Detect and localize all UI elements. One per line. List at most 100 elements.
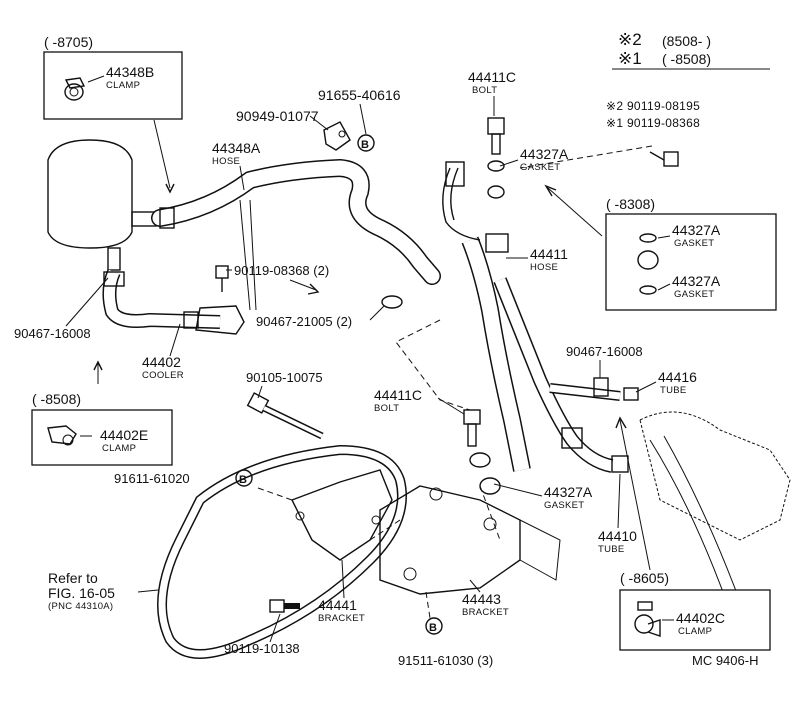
label-44402: 44402 [142,354,181,370]
gasket-box-range: ( -8308) [606,196,655,212]
bolt-90105-10075-icon [246,392,324,440]
legend-range-1: ( -8508) [662,51,711,67]
label-90119-08368-2: 90119-08368 (2) [234,263,329,278]
clamp-c-box: ( -8605) 44402C CLAMP [619,570,771,651]
clip-90467-21005-icon [381,295,403,309]
label-tube-2: TUBE [598,544,625,555]
dashed-leaders [257,145,653,619]
label-44410: 44410 [598,528,637,544]
clamp-b-frame [43,51,183,120]
diagram-id: MC 9406-H [692,653,758,668]
svg-text:B: B [429,622,437,634]
label-90105: 90105-10075 [246,370,323,385]
label-44443: 44443 [462,591,501,607]
svg-text:B: B [239,474,247,486]
label-hose-1: HOSE [212,156,240,167]
label-bolt-mid: BOLT [374,403,399,414]
clamp-b-leader [87,75,105,83]
label-91655: 91655-40616 [318,87,401,103]
label-90467-16008-right: 90467-16008 [566,344,643,359]
clamp-e-range: ( -8508) [32,391,81,407]
label-44348a: 44348A [212,140,261,156]
bracket-90949-icon [323,121,351,151]
gasket-box: ( -8308) 44327A GASKET 44327A GASKET [605,196,777,311]
gasket-box-part-2: 44327A [672,273,721,289]
bracket-44443 [379,485,561,595]
clamp-c-name: CLAMP [678,626,712,637]
label-gasket-mid: GASKET [544,500,584,511]
label-44327a-mid: 44327A [544,484,593,500]
bolt-90119-08368-icon [215,265,229,292]
clamp-e-box: ( -8508) 44402E CLAMP [31,391,173,466]
hose-clamp-left [159,207,175,229]
clamp-e-part: 44402E [100,427,148,443]
gasket-box-frame [605,213,777,311]
label-44411c-top: 44411C [468,69,516,85]
clamp-e-name: CLAMP [102,443,136,454]
label-bolt-top: BOLT [472,85,497,96]
label-tube-1: TUBE [660,385,687,396]
label-refer-to: Refer to [48,570,98,586]
gasket-seat-icon [637,250,659,270]
label-44411c-mid: 44411C [374,387,422,403]
clamp-b-box: ( -8705) 44348B CLAMP [43,34,183,120]
clamp-c-range: ( -8605) [620,570,669,586]
tube-44410 [493,277,639,473]
bolt-44411c-top-icon [487,117,505,199]
clamp-b-icon [64,77,86,101]
b-circle-91611: B [235,469,253,487]
label-90467-16008-left: 90467-16008 [14,326,91,341]
svg-text:B: B [361,139,369,151]
hose-fitting [485,233,509,253]
label-91511: 91511-61030 (3) [398,653,493,668]
label-44327a-top: 44327A [520,146,569,162]
clamp-b-name: CLAMP [106,80,140,91]
bolt-90119-08195-icon [649,151,679,167]
label-bracket-1: BRACKET [318,613,365,624]
bolt-44411c-mid-icon [463,409,501,495]
clamp-b-range: ( -8705) [44,34,93,50]
label-44411: 44411 [530,246,568,262]
gasket-icon-2 [639,285,657,295]
gasket-icon-1 [639,233,657,243]
label-44416: 44416 [658,369,697,385]
bolt-90119-10138-icon [269,599,300,613]
cooler-44402 [102,199,257,335]
label-90949: 90949-01077 [236,108,319,124]
label-bracket-2: BRACKET [462,607,509,618]
label-91611: 91611-61020 [114,471,190,486]
legend-range-2: (8508- ) [662,33,711,49]
clamp-c-icon [634,601,661,637]
gasket-box-name-2: GASKET [674,289,714,300]
clamp-c-frame [619,589,771,651]
hose-44348a [151,158,441,285]
label-fig-16-05: FIG. 16-05 [48,585,115,601]
clamp-e-icon [47,425,77,446]
legend-mark-1: ※1 [618,49,642,68]
gasket-box-part-1: 44327A [672,222,721,238]
label-hose-2: HOSE [530,262,558,273]
reservoir-tank [47,139,157,271]
clamp-e-frame [31,409,173,466]
hose-44411 [442,161,531,472]
label-90119-08195: ※2 90119-08195 [606,99,700,113]
label-gasket-top: GASKET [520,162,560,173]
label-90119-10138: 90119-10138 [224,641,300,656]
legend-mark-2: ※2 [618,30,642,49]
label-44441: 44441 [318,597,357,613]
clamp-c-part: 44402C [676,610,725,626]
legend: ※2 (8508- ) ※1 ( -8508) [612,30,770,70]
part-labels: 91655-40616 90949-01077 44348A HOSE 4441… [14,69,758,668]
label-cooler: COOLER [142,370,184,381]
b-circle-top: B [357,134,375,152]
label-90467-21005: 90467-21005 (2) [256,314,352,329]
gasket-box-name-1: GASKET [674,238,714,249]
arrows [93,119,651,571]
clamp-b-part: 44348B [106,64,154,80]
b-circle-91511: B [425,617,443,635]
label-pnc-44310a: (PNC 44310A) [48,601,113,612]
label-90119-08368-top: ※1 90119-08368 [606,116,700,130]
drive-belt [157,444,407,659]
